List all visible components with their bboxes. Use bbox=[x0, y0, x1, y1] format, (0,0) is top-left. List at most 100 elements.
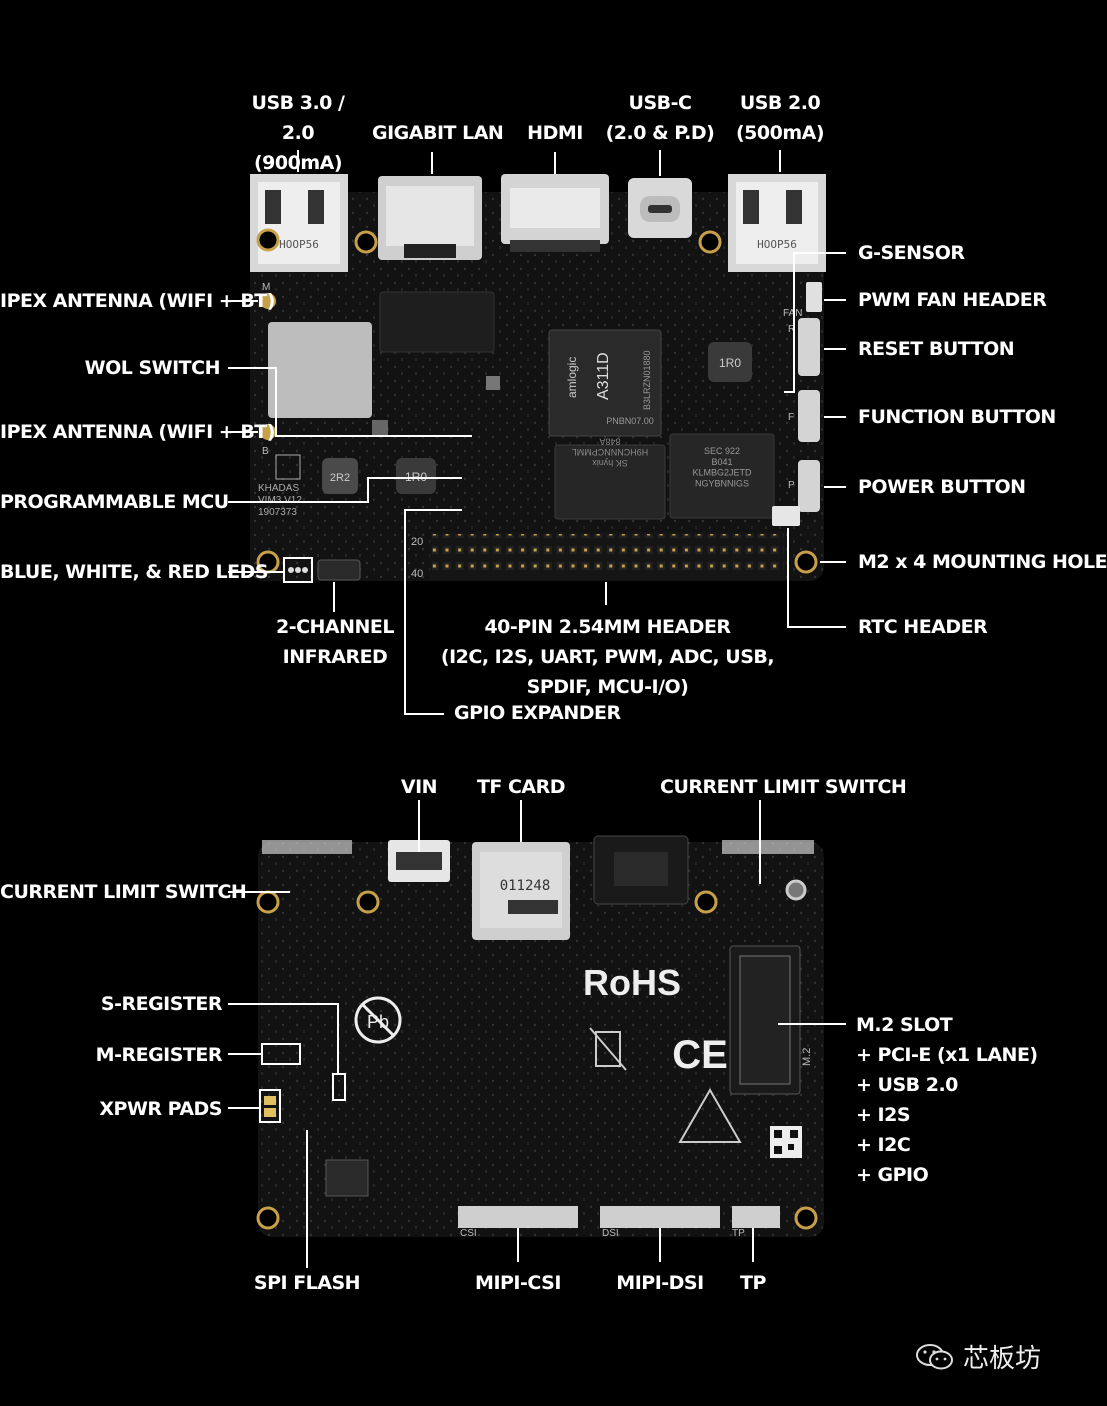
label-programmable-mcu: PROGRAMMABLE MCU bbox=[0, 491, 229, 513]
board-diagram: HOOP56 HOOP56 bbox=[228, 150, 846, 1268]
label-tf-card: TF CARD bbox=[476, 776, 566, 798]
label-s-register: S-REGISTER bbox=[100, 993, 223, 1015]
soc-brand: amlogic bbox=[565, 357, 579, 398]
label-current-limit-switch-top: CURRENT LIMIT SWITCH bbox=[660, 776, 907, 798]
top-board: HOOP56 HOOP56 bbox=[250, 174, 826, 583]
ce-mark: CE bbox=[672, 1033, 728, 1077]
tf-code: 011248 bbox=[500, 878, 551, 894]
tp-connector bbox=[732, 1206, 780, 1228]
soc-model: A311D bbox=[595, 352, 612, 400]
label-function-button: FUNCTION BUTTON bbox=[858, 406, 1056, 428]
m-silk: M bbox=[262, 282, 270, 293]
rtc-connector bbox=[772, 506, 800, 526]
watermark: 芯板坊 bbox=[915, 1338, 1041, 1375]
dsi-silk: DSI bbox=[602, 1228, 619, 1239]
label-usb2: USB 2.0 (500mA) bbox=[735, 92, 825, 144]
ipex-connector bbox=[260, 424, 276, 440]
ram-chip: SK hynixH9HCNNNCPMML848A bbox=[554, 436, 666, 520]
inductor bbox=[322, 458, 358, 494]
csi-connector bbox=[458, 1206, 578, 1228]
m2-slot: M.2 bbox=[729, 945, 813, 1095]
soc-code: B3LRZN01880 bbox=[642, 350, 652, 410]
xpwr-pads-box bbox=[259, 1089, 281, 1123]
label-wol-switch: WOL SWITCH bbox=[84, 357, 221, 379]
label-rtc-header: RTC HEADER bbox=[858, 616, 988, 638]
label-ipex-antenna-1: IPEX ANTENNA (WIFI + BT) bbox=[0, 290, 275, 312]
label-40pin-header: 40-PIN 2.54MM HEADER (I2C, I2S, UART, PW… bbox=[440, 616, 775, 698]
label-gpio-expander: GPIO EXPANDER bbox=[454, 702, 621, 724]
bottom-board: 011248 RoHS CE Pb M.2 CSI DSI TP bbox=[256, 835, 824, 1239]
ipex-connector bbox=[260, 293, 276, 309]
label-ipex-antenna-2: IPEX ANTENNA (WIFI + BT) bbox=[0, 421, 275, 443]
ir-receiver bbox=[317, 559, 361, 581]
ram-silk: SK hynixH9HCNNNCPMML848A bbox=[572, 436, 649, 468]
m2-silk: M.2 bbox=[801, 1048, 813, 1066]
power-switch bbox=[798, 460, 820, 512]
lan-port bbox=[378, 176, 482, 260]
fan-silk: FAN bbox=[783, 308, 802, 319]
tf-card-slot: 011248 bbox=[472, 842, 570, 940]
leds-box bbox=[283, 557, 313, 583]
label-hdmi: HDMI bbox=[527, 122, 583, 144]
label-power-button: POWER BUTTON bbox=[858, 476, 1026, 498]
b-silk: B bbox=[262, 446, 269, 457]
inductor-silk: 2R2 bbox=[330, 472, 350, 484]
lan-phy-chip bbox=[379, 291, 495, 353]
inductor bbox=[396, 458, 436, 494]
f-silk: F bbox=[788, 412, 794, 423]
label-usb3: USB 3.0 / 2.0 (900mA) bbox=[251, 92, 345, 174]
soc-sub: PNBN07.00 bbox=[606, 416, 654, 426]
label-g-sensor: G-SENSOR bbox=[858, 242, 965, 264]
label-vin: VIN bbox=[400, 776, 438, 798]
spi-flash-chip bbox=[325, 1159, 369, 1197]
label-mounting-hole: M2 x 4 MOUNTING HOLE bbox=[858, 551, 1107, 573]
inductor bbox=[708, 342, 752, 382]
usbc-port bbox=[628, 178, 692, 238]
label-m2-slot: M.2 SLOT + PCI-E (x1 LANE) + USB 2.0 + I… bbox=[856, 1014, 1038, 1186]
function-switch bbox=[798, 390, 820, 442]
pb-free-mark bbox=[354, 996, 402, 1044]
pin-40-silk: 40 bbox=[411, 568, 423, 580]
label-xpwr-pads: XPWR PADS bbox=[99, 1098, 222, 1120]
label-spi-flash: SPI FLASH bbox=[253, 1272, 361, 1294]
hdmi-port bbox=[501, 174, 609, 252]
fan-connector bbox=[806, 282, 822, 312]
pb-silk: Pb bbox=[367, 1012, 389, 1032]
weee-icon bbox=[595, 1031, 621, 1067]
label-current-limit-switch-left: CURRENT LIMIT SWITCH bbox=[0, 881, 247, 903]
usb-jack-silk: HOOP56 bbox=[279, 238, 319, 251]
label-infrared: 2-CHANNEL INFRARED bbox=[275, 616, 395, 668]
watermark-text: 芯板坊 bbox=[963, 1344, 1042, 1374]
tp-silk: TP bbox=[732, 1228, 745, 1239]
r-silk: R bbox=[788, 324, 795, 335]
wechat-icon bbox=[916, 1343, 953, 1369]
label-reset-button: RESET BUTTON bbox=[858, 338, 1015, 360]
rohs-mark: RoHS bbox=[583, 962, 681, 1003]
usb3-port: HOOP56 bbox=[250, 174, 348, 272]
label-mipi-dsi: MIPI-DSI bbox=[616, 1272, 704, 1294]
usb-jack-silk: HOOP56 bbox=[757, 238, 797, 251]
pin-20-silk: 20 bbox=[411, 536, 423, 548]
label-usbc: USB-C (2.0 & P.D) bbox=[605, 92, 715, 144]
csi-silk: CSI bbox=[460, 1228, 477, 1239]
label-tp: TP bbox=[740, 1272, 766, 1294]
esd-warning-icon bbox=[678, 1087, 742, 1143]
label-m-register: M-REGISTER bbox=[95, 1044, 223, 1066]
label-mipi-csi: MIPI-CSI bbox=[475, 1272, 561, 1294]
bottom-leader-lines bbox=[228, 800, 846, 1268]
label-pwm-fan-header: PWM FAN HEADER bbox=[858, 289, 1047, 311]
label-leds: BLUE, WHITE, & RED LEDS bbox=[0, 561, 269, 583]
usb2-port: HOOP56 bbox=[728, 174, 826, 272]
p-silk: P bbox=[788, 480, 795, 491]
dsi-connector bbox=[600, 1206, 720, 1228]
label-gigabit-lan: GIGABIT LAN bbox=[372, 122, 504, 144]
soc-chip: amlogic A311D B3LRZN01880 PNBN07.00 bbox=[548, 329, 662, 437]
wifi-module bbox=[268, 322, 372, 418]
top-leader-lines bbox=[228, 150, 846, 715]
inductor-silk: 1R0 bbox=[719, 356, 741, 370]
reset-switch bbox=[798, 318, 820, 376]
